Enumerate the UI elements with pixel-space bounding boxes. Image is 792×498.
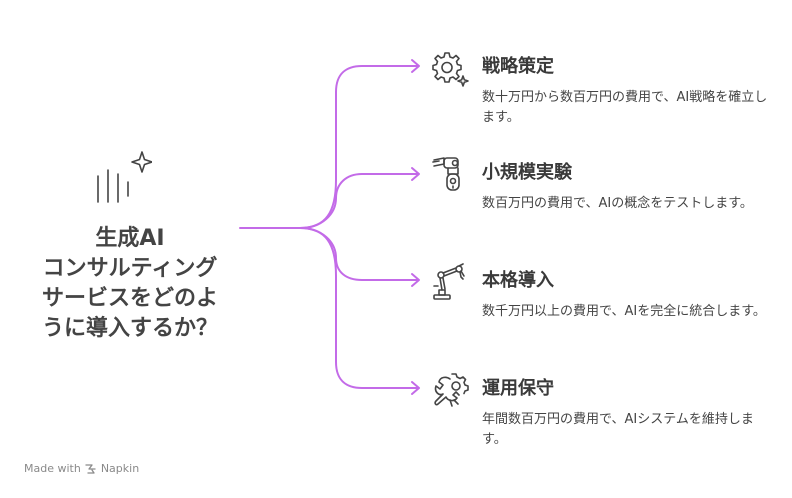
connector-rollout	[299, 227, 419, 281]
made-with-napkin-footer[interactable]: Made with Napkin	[24, 462, 139, 475]
main-title: 生成AI コンサルティング サービスをどのよ うに導入するか？	[41, 226, 218, 341]
branch-description: 数十万円から数百万円の費用で、AI戦略を確立します。	[482, 90, 768, 125]
arrowhead-pilot	[411, 167, 420, 181]
robot-head-icon	[432, 157, 460, 191]
gear-sparkle-icon	[432, 52, 469, 87]
arrowhead-strategy	[411, 59, 420, 73]
arrowhead-operations	[411, 381, 420, 395]
connector-operations	[299, 227, 419, 389]
robot-arm-icon	[433, 263, 465, 300]
connector-strategy	[299, 65, 419, 229]
branch-title: 本格導入	[482, 270, 554, 291]
arrowhead-rollout	[411, 273, 420, 287]
napkin-brand-label: Napkin	[100, 462, 140, 475]
napkin-logo-icon	[85, 463, 96, 474]
branch-description: 年間数百万円の費用で、AIシステムを維持します。	[482, 412, 754, 447]
branch-title: 小規模実験	[482, 162, 572, 183]
branch-title: 運用保守	[482, 378, 554, 399]
sparkle-lines-icon	[97, 151, 152, 203]
branch-description: 数百万円の費用で、AIの概念をテストします。	[482, 196, 753, 211]
branch-description: 数千万円以上の費用で、AIを完全に統合します。	[482, 304, 766, 319]
connector-pilot	[299, 173, 419, 229]
branch-title: 戦略策定	[482, 56, 554, 77]
made-with-label: Made with	[24, 462, 81, 475]
wrench-gear-icon	[434, 373, 469, 407]
